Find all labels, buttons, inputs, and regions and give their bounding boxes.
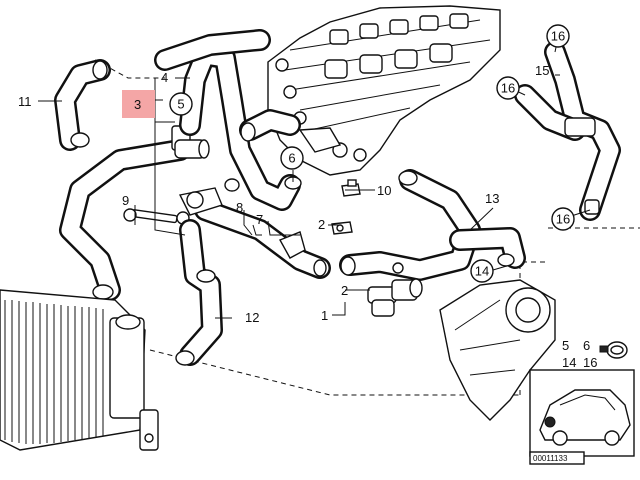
hose-15 (514, 41, 621, 221)
label-part-15: 15 (535, 63, 549, 78)
hose-clamp (599, 341, 628, 359)
svg-text:16: 16 (501, 81, 515, 96)
circle-label-16a: 16 (546, 24, 570, 48)
label-part-7: 7 (256, 212, 263, 227)
hose-13 (339, 169, 481, 281)
svg-text:5: 5 (177, 97, 184, 112)
label-part-11: 11 (18, 94, 32, 109)
connector-2 (331, 221, 353, 235)
hose-13b (449, 227, 526, 269)
head-connector (239, 109, 301, 142)
circle-label-14: 14 (470, 259, 494, 283)
circle-label-5: 5 (169, 92, 193, 116)
circle-label-16b: 16 (496, 76, 520, 100)
label-part-12: 12 (245, 310, 259, 325)
diagram-number-box: 00011133 (529, 451, 585, 465)
label-part-1: 1 (321, 308, 328, 323)
svg-text:16: 16 (551, 29, 565, 44)
vehicle-location-inset (529, 369, 635, 457)
leader-lines (38, 37, 591, 319)
label-part-4: 4 (161, 70, 168, 85)
thermostat-housing (171, 125, 210, 159)
label-part-9: 9 (122, 193, 129, 208)
svg-text:6: 6 (288, 151, 295, 166)
legend-14: 14 (562, 355, 576, 370)
label-part-2a: 2 (318, 217, 325, 232)
legend-5: 5 (562, 338, 569, 353)
hose-12 (175, 219, 223, 366)
fitting-1 (367, 262, 423, 317)
circle-label-6: 6 (280, 146, 304, 170)
pipe-7 (194, 199, 331, 279)
bleed-screw-10 (341, 179, 361, 197)
label-part-2b: 2 (341, 283, 348, 298)
svg-text:14: 14 (475, 264, 489, 279)
label-part-8: 8 (236, 200, 243, 215)
hose-11 (54, 59, 111, 151)
clamp-legend: 5 6 14 16 (562, 338, 597, 370)
legend-16: 16 (583, 355, 597, 370)
svg-text:16: 16 (556, 212, 570, 227)
label-part-3: 3 (134, 97, 141, 112)
radiator-hose (59, 139, 191, 301)
radiator (0, 289, 159, 451)
top-long-hose (154, 29, 271, 71)
circle-label-16c: 16 (551, 207, 575, 231)
label-part-13: 13 (485, 191, 499, 206)
cylinder-head (267, 5, 501, 176)
highlight-box (122, 90, 155, 118)
legend-6: 6 (583, 338, 590, 353)
diagram-number: 00011133 (533, 454, 568, 463)
label-part-10: 10 (377, 183, 391, 198)
